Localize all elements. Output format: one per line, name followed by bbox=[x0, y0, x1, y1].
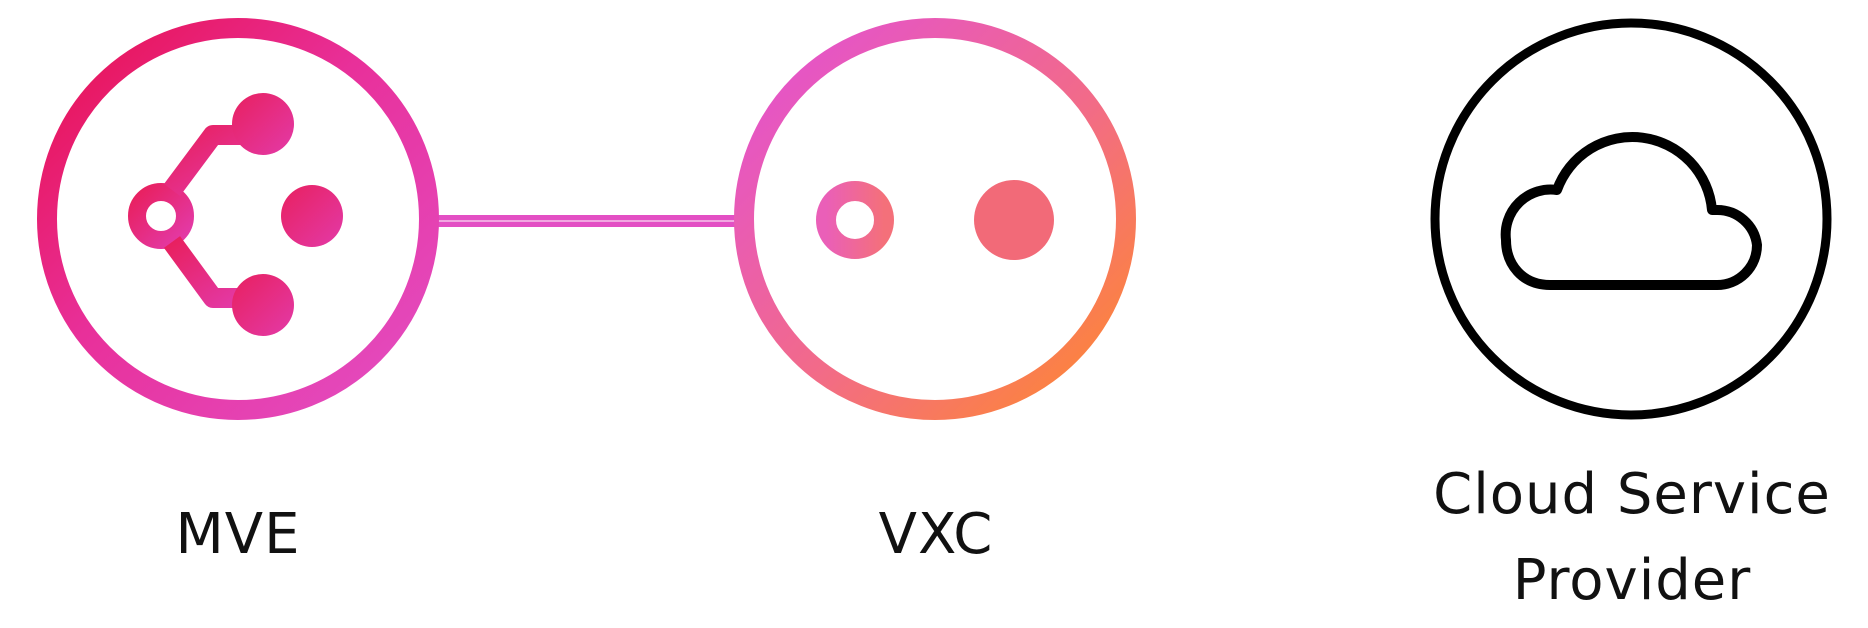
mve-label: MVE bbox=[18, 492, 458, 578]
virtual-cross-connect-icon bbox=[816, 180, 1054, 260]
vxc-label: VXC bbox=[716, 492, 1156, 578]
mve-branch-node-middle bbox=[281, 185, 343, 247]
cloud-icon bbox=[1500, 132, 1762, 290]
csp-label: Cloud Service Provider bbox=[1412, 452, 1852, 624]
node-csp bbox=[1430, 18, 1832, 420]
mve-label-line-1: MVE bbox=[175, 502, 301, 567]
csp-circle bbox=[1430, 18, 1832, 420]
mve-branch-node-bottom bbox=[232, 274, 294, 336]
vxc-label-line-1: VXC bbox=[878, 502, 994, 567]
node-vxc bbox=[734, 18, 1136, 420]
csp-label-line-2: Provider bbox=[1512, 548, 1752, 613]
mve-branch-node-top bbox=[232, 93, 294, 155]
node-mve bbox=[37, 18, 439, 420]
csp-label-line-1: Cloud Service bbox=[1433, 462, 1831, 527]
